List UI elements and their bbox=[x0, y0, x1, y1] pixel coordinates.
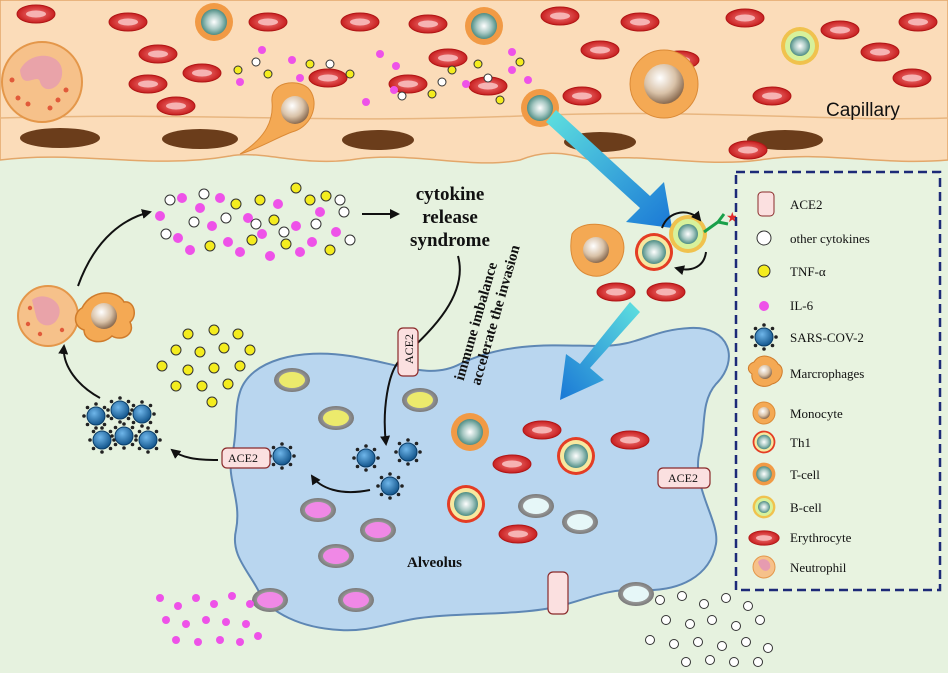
ace2-tag-right: ACE2 bbox=[668, 471, 698, 485]
cytokine-cloud bbox=[155, 182, 356, 261]
crs-line-2: release bbox=[422, 207, 478, 228]
legend-b-cell: B-cell bbox=[790, 500, 822, 515]
legend-icons bbox=[747, 191, 783, 579]
capillary-label: Capillary bbox=[826, 100, 900, 121]
crs-line-1: cytokine bbox=[415, 184, 485, 205]
ace2-tag-top: ACE2 bbox=[402, 334, 416, 364]
ace2-tag-left: ACE2 bbox=[228, 451, 258, 465]
neutrophil-capillary bbox=[1, 41, 83, 123]
legend-monocyte: Monocyte bbox=[790, 406, 843, 421]
legend-macrophages: Marcrophages bbox=[790, 366, 865, 381]
legend-sars-cov-2: SARS-COV-2 bbox=[790, 330, 864, 345]
legend-il6: IL-6 bbox=[790, 298, 814, 313]
legend-neutrophil: Neutrophil bbox=[790, 560, 847, 575]
alveolus-label: Alveolus bbox=[407, 555, 463, 571]
legend-tnf-alpha: TNF-α bbox=[790, 264, 826, 279]
legend-t-cell: T-cell bbox=[790, 467, 820, 482]
legend-erythrocyte: Erythrocyte bbox=[790, 530, 852, 545]
legend-other-cytokines: other cytokines bbox=[790, 231, 870, 246]
legend-th1: Th1 bbox=[790, 435, 811, 450]
crs-line-3: syndrome bbox=[410, 230, 490, 251]
legend-ace2: ACE2 bbox=[790, 197, 823, 212]
cytokine-release-syndrome-label: cytokine release syndrome bbox=[390, 183, 510, 252]
